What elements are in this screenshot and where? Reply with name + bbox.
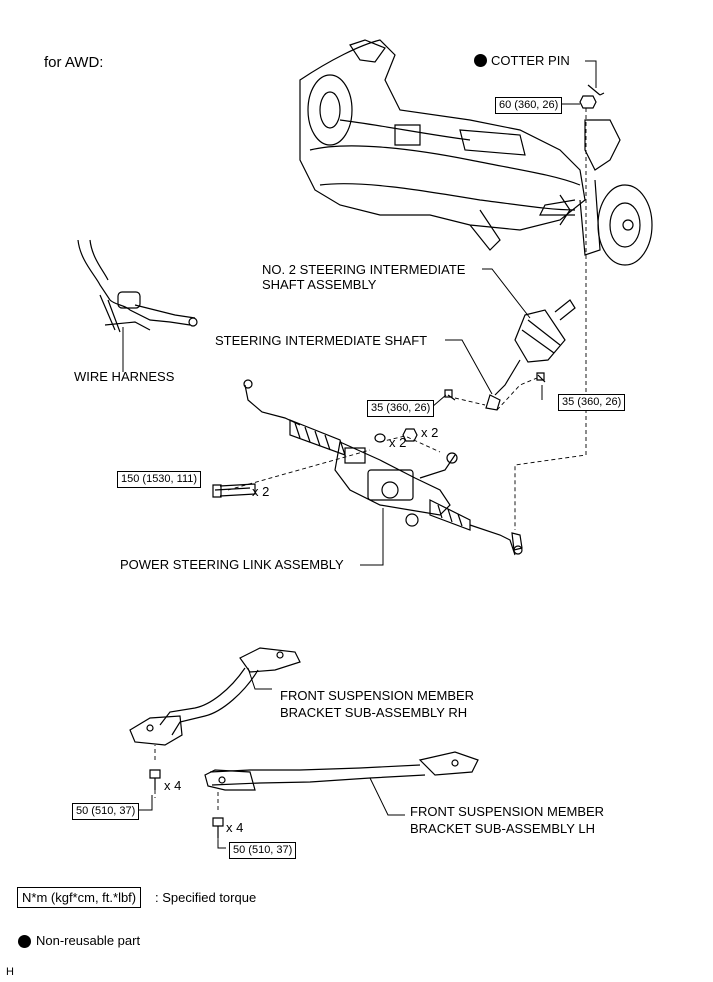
label-bracket-lh-line1: FRONT SUSPENSION MEMBER [410,804,605,819]
legend-nonreusable-desc: Non-reusable part [36,933,141,948]
torque-tie-rod-nut: 60 (360, 26) [495,97,563,114]
qty-nut: x 2 [421,425,439,440]
footer-code: H [6,966,14,978]
torque-shaft-bolt-right: 35 (360, 26) [558,394,626,411]
legend-nonreusable-icon [18,935,31,948]
qty-washer: x 2 [389,435,407,450]
qty-bracket-lh-bolt: x 4 [226,820,244,835]
variant-label: for AWD: [44,54,104,71]
label-no2-shaft-line2: SHAFT ASSEMBLY [262,277,377,292]
label-bracket-rh-line1: FRONT SUSPENSION MEMBER [280,688,475,703]
label-steering-intermediate-shaft: STEERING INTERMEDIATE SHAFT [215,333,428,348]
bracket-lh-drawing [204,751,479,791]
steering-rack-drawing [243,379,523,556]
label-bracket-lh-line2: BRACKET SUB-ASSEMBLY LH [410,821,595,836]
torque-bracket-rh-bolt: 50 (510, 37) [72,803,140,820]
nonreusable-marker-icon [474,54,487,67]
qty-rack-bolt: x 2 [252,484,270,499]
qty-bracket-rh-bolt: x 4 [164,778,182,793]
torque-shaft-bolt-left: 35 (360, 26) [367,400,435,417]
label-wire-harness: WIRE HARNESS [74,369,175,384]
label-no2-shaft-line1: NO. 2 STEERING INTERMEDIATE [262,262,466,277]
torque-bracket-lh-bolt: 50 (510, 37) [229,842,297,859]
bracket-rh-drawing [129,647,301,746]
torque-rack-bolt: 150 (1530, 111) [117,471,202,488]
suspension-subframe-drawing [299,39,653,266]
intermediate-shaft-drawing [485,299,576,411]
wire-harness-drawing [77,239,198,333]
legend-torque-desc: : Specified torque [155,890,257,905]
legend-torque-unit: N*m (kgf*cm, ft.*lbf) [17,887,142,908]
label-cotter-pin: COTTER PIN [491,53,570,68]
label-bracket-rh-line2: BRACKET SUB-ASSEMBLY RH [280,705,468,720]
label-power-steering-link: POWER STEERING LINK ASSEMBLY [120,557,344,572]
